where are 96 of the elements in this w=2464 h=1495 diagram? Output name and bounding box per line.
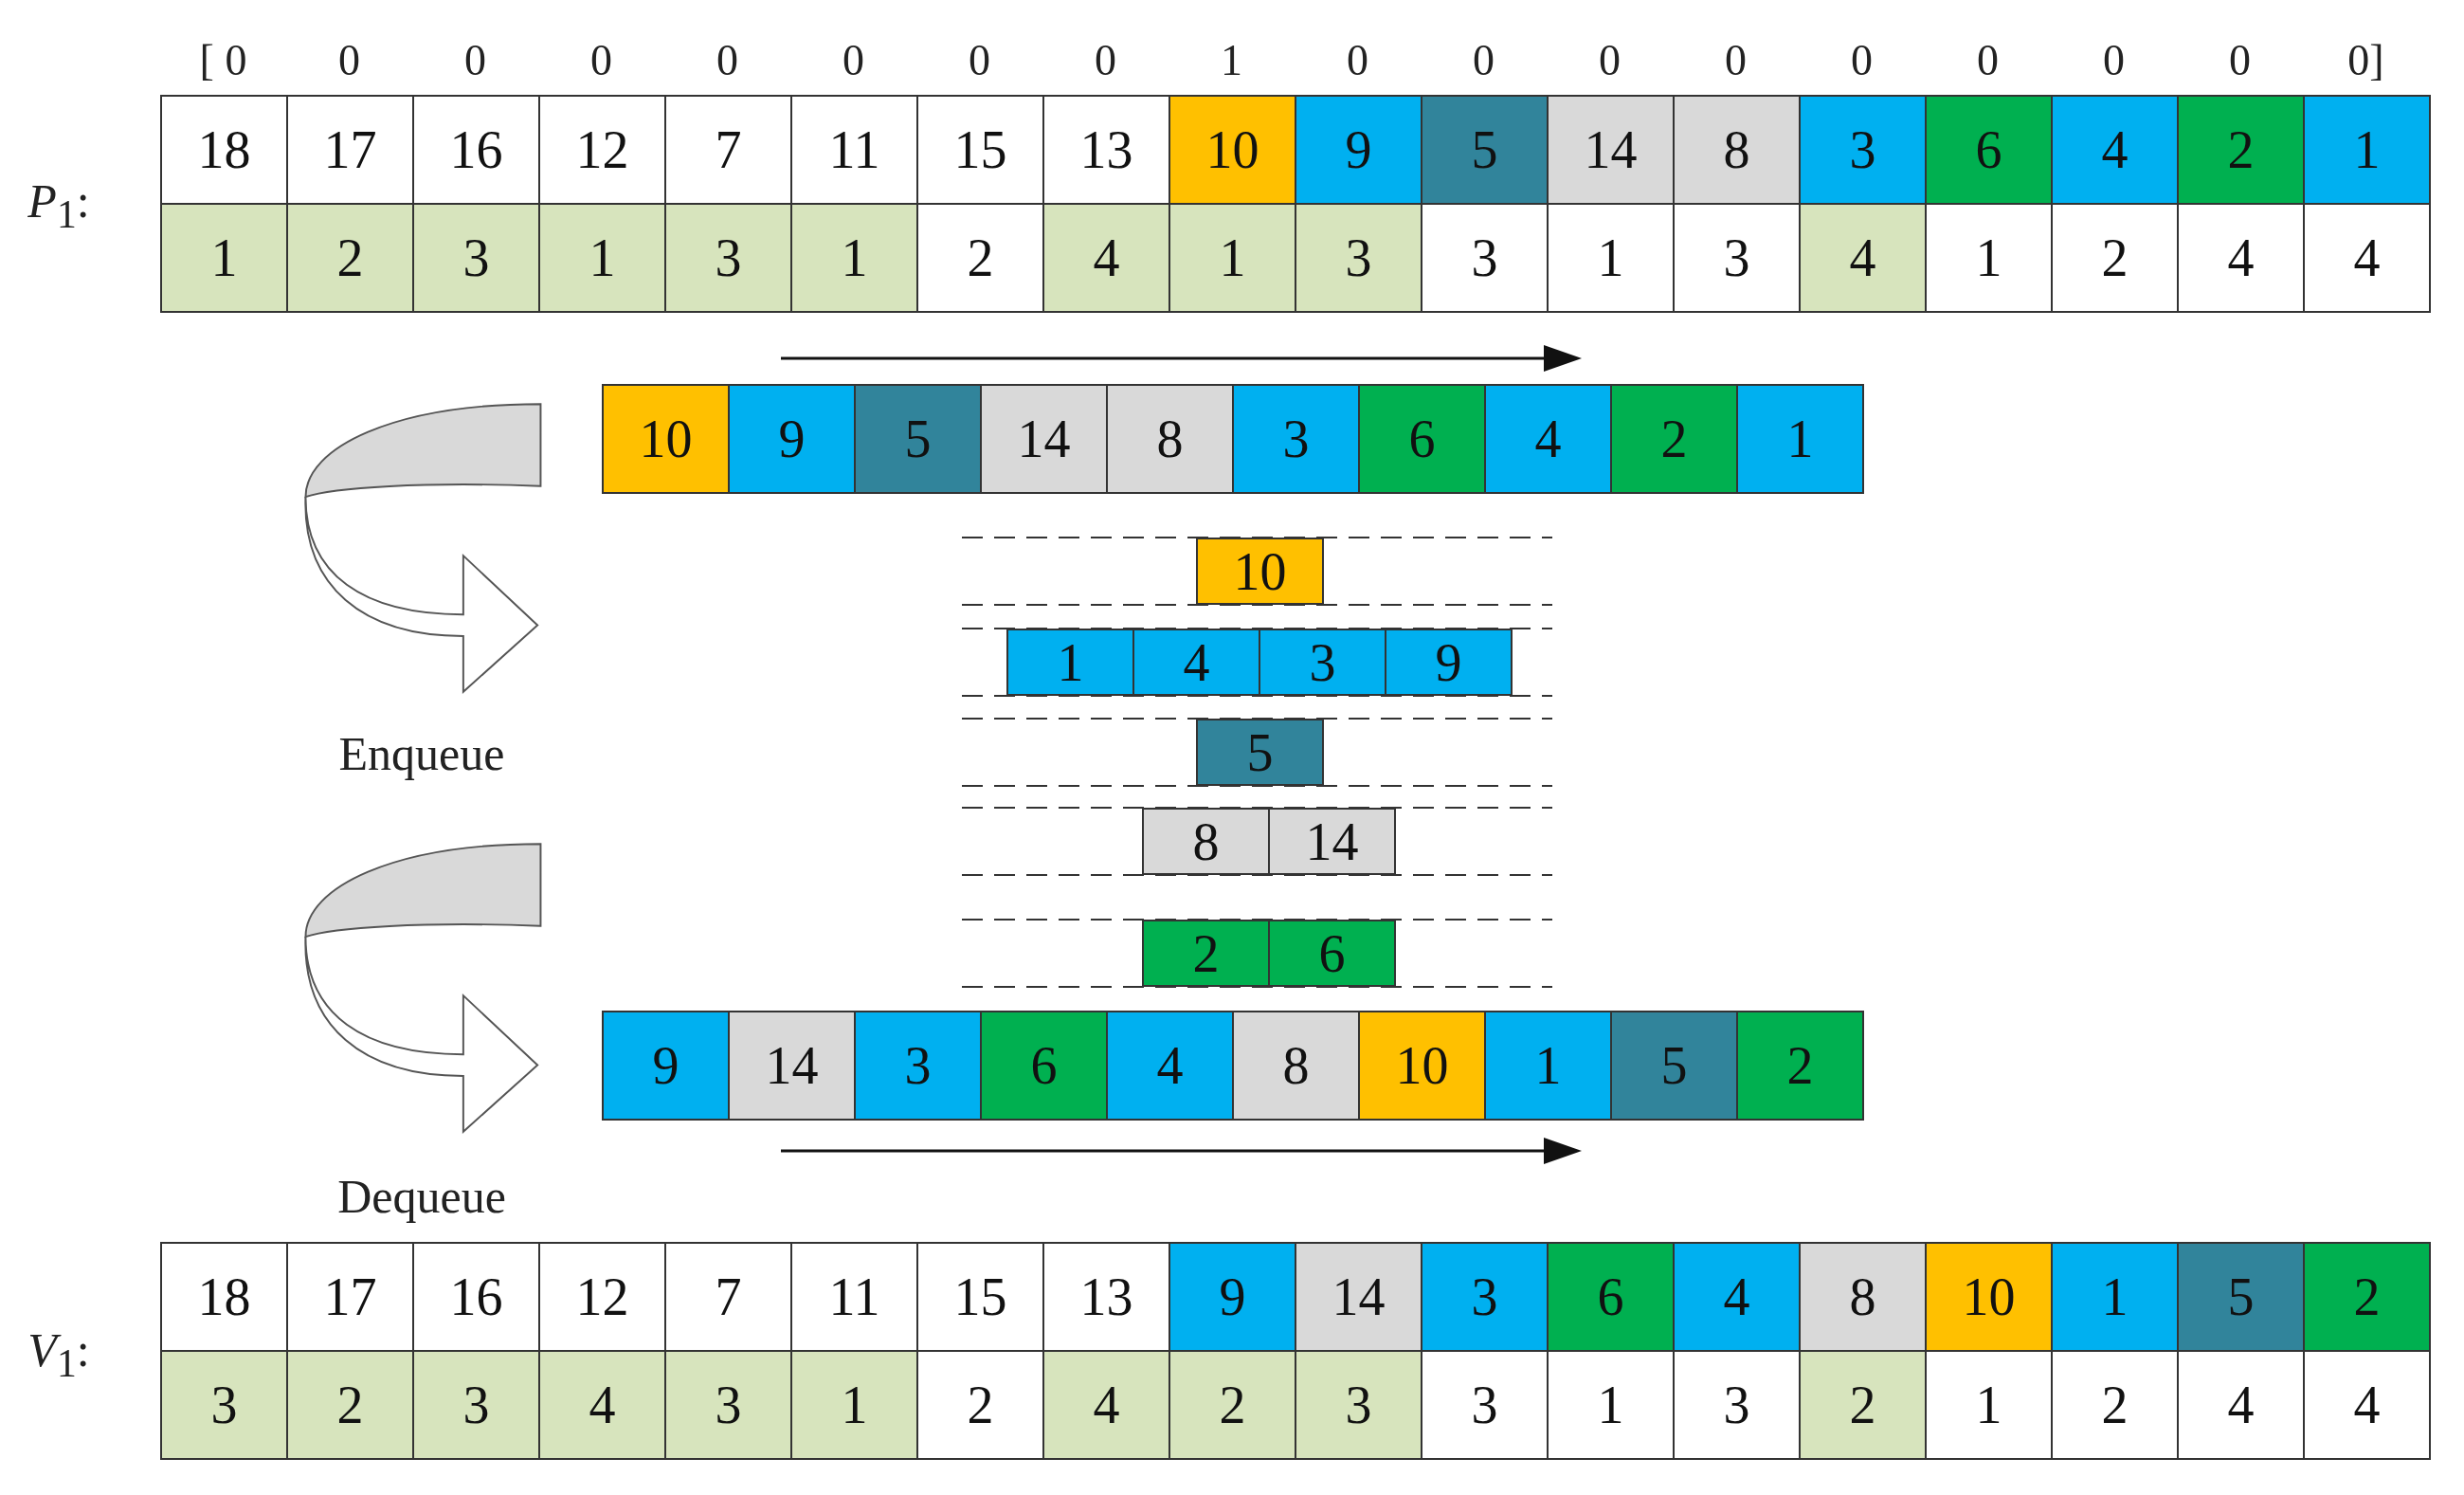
table-cell: 4 <box>2303 1350 2431 1460</box>
table-cell: 4 <box>2303 203 2431 313</box>
vector-value: 0] <box>2347 34 2384 85</box>
table-cell: 3 <box>1295 1350 1422 1460</box>
table-cell: 4 <box>2051 95 2179 205</box>
table-cell: 14 <box>980 384 1108 494</box>
table-cell: 9 <box>1169 1242 1296 1352</box>
table-cell: 4 <box>1042 1350 1170 1460</box>
vector-value: 0 <box>969 34 990 85</box>
table-cell: 1 <box>2303 95 2431 205</box>
table-cell: 4 <box>1484 384 1612 494</box>
vector-value: 0 <box>1095 34 1116 85</box>
table-cell: 2 <box>2177 95 2305 205</box>
table-cell: 4 <box>538 1350 666 1460</box>
table-cell: 4 <box>1132 629 1260 696</box>
table-cell: 6 <box>1268 920 1396 987</box>
table-cell: 18 <box>160 95 288 205</box>
table-cell: 1 <box>538 203 666 313</box>
table-cell: 1 <box>790 203 918 313</box>
table-cell: 6 <box>1925 95 2053 205</box>
table-cell: 1 <box>790 1350 918 1460</box>
vector-value: 0 <box>1347 34 1368 85</box>
table-cell: 3 <box>664 203 792 313</box>
table-cell: 5 <box>1610 1011 1738 1121</box>
table-cell: 1 <box>1169 203 1296 313</box>
table-cell: 3 <box>412 203 540 313</box>
table-cell: 3 <box>160 1350 288 1460</box>
table-cell: 5 <box>1196 719 1324 786</box>
vector-value: [ 0 <box>199 34 247 85</box>
table-cell: 8 <box>1106 384 1234 494</box>
table-cell: 1 <box>1736 384 1864 494</box>
table-cell: 9 <box>602 1011 730 1121</box>
table-cell: 14 <box>728 1011 856 1121</box>
table-cell: 3 <box>1232 384 1360 494</box>
table-cell: 3 <box>1295 203 1422 313</box>
table-cell: 2 <box>1169 1350 1296 1460</box>
table-cell: 14 <box>1295 1242 1422 1352</box>
table-cell: 18 <box>160 1242 288 1352</box>
table-cell: 4 <box>1673 1242 1801 1352</box>
table-cell: 10 <box>1358 1011 1486 1121</box>
vector-value: 0 <box>842 34 864 85</box>
vector-value: 0 <box>1599 34 1621 85</box>
vector-value: 0 <box>338 34 360 85</box>
table-cell: 2 <box>1736 1011 1864 1121</box>
table-cell: 1 <box>1484 1011 1612 1121</box>
table-cell: 9 <box>1385 629 1513 696</box>
vector-value: 0 <box>590 34 612 85</box>
table-cell: 3 <box>1421 1242 1549 1352</box>
table-cell: 2 <box>286 1350 414 1460</box>
table-cell: 9 <box>1295 95 1422 205</box>
table-cell: 1 <box>1006 629 1134 696</box>
table-cell: 9 <box>728 384 856 494</box>
table-cell: 5 <box>2177 1242 2305 1352</box>
table-cell: 2 <box>286 203 414 313</box>
table-cell: 10 <box>1169 95 1296 205</box>
table-cell: 4 <box>1799 203 1927 313</box>
table-cell: 8 <box>1799 1242 1927 1352</box>
table-cell: 1 <box>160 203 288 313</box>
table-cell: 2 <box>1799 1350 1927 1460</box>
operation-label: Enqueue <box>338 726 505 781</box>
table-cell: 1 <box>2051 1242 2179 1352</box>
table-cell: 3 <box>854 1011 982 1121</box>
table-cell: 8 <box>1673 95 1801 205</box>
table-cell: 6 <box>1547 1242 1675 1352</box>
vector-value: 0 <box>1851 34 1873 85</box>
table-cell: 14 <box>1268 808 1396 875</box>
vector-value: 0 <box>2103 34 2125 85</box>
table-cell: 3 <box>1259 629 1386 696</box>
vector-value: 0 <box>1977 34 1999 85</box>
table-cell: 6 <box>1358 384 1486 494</box>
vector-value: 0 <box>1725 34 1747 85</box>
table-cell: 3 <box>1799 95 1927 205</box>
operation-label: Dequeue <box>337 1169 506 1224</box>
vector-value: 1 <box>1221 34 1242 85</box>
vector-value: 0 <box>716 34 738 85</box>
row-label: V$_{1}$: <box>27 1322 90 1386</box>
table-cell: 4 <box>1042 203 1170 313</box>
vector-value: 0 <box>1473 34 1495 85</box>
table-cell: 10 <box>1196 538 1324 605</box>
table-cell: 5 <box>854 384 982 494</box>
table-cell: 2 <box>1610 384 1738 494</box>
table-cell: 4 <box>1106 1011 1234 1121</box>
table-cell: 8 <box>1142 808 1270 875</box>
table-cell: 3 <box>664 1350 792 1460</box>
table-cell: 8 <box>1232 1011 1360 1121</box>
vector-value: 0 <box>2229 34 2251 85</box>
table-cell: 5 <box>1421 95 1549 205</box>
table-cell: 6 <box>980 1011 1108 1121</box>
table-cell: 3 <box>412 1350 540 1460</box>
row-label: P$_{1}$: <box>27 173 90 237</box>
table-cell: 10 <box>1925 1242 2053 1352</box>
table-cell: 2 <box>2303 1242 2431 1352</box>
table-cell: 2 <box>1142 920 1270 987</box>
vector-value: 0 <box>464 34 486 85</box>
table-cell: 10 <box>602 384 730 494</box>
table-cell: 14 <box>1547 95 1675 205</box>
